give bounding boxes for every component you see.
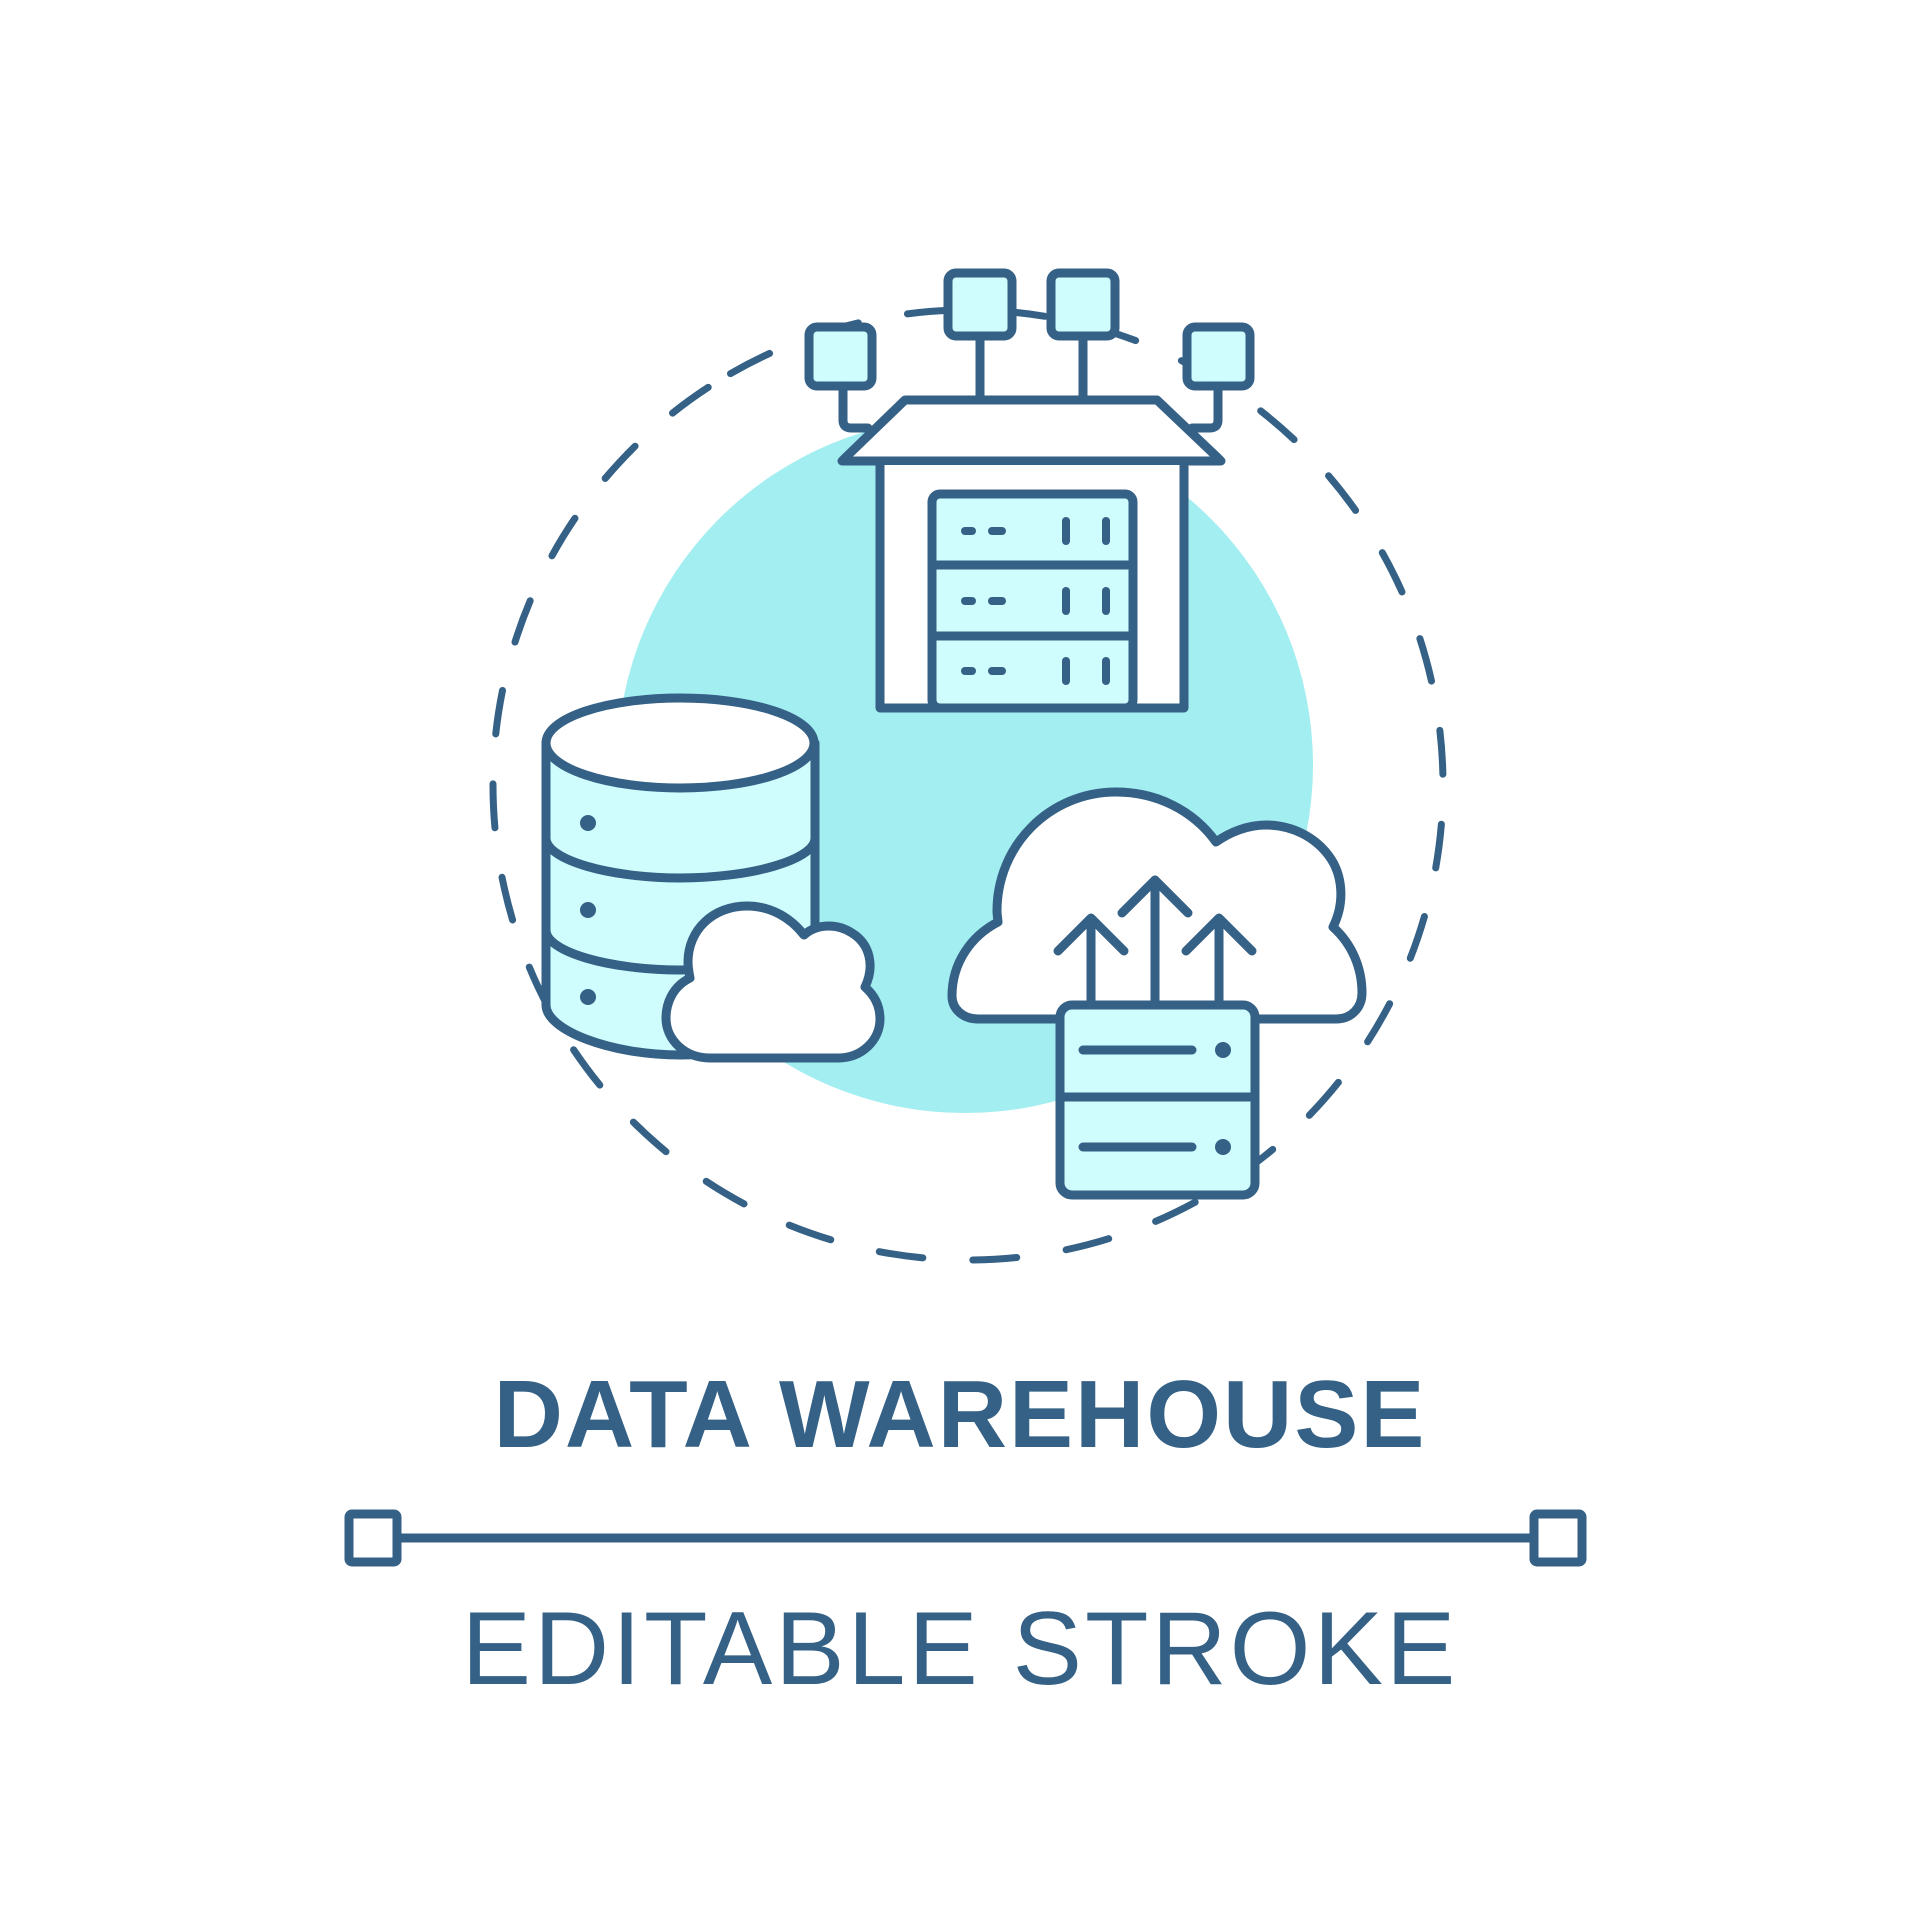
server-icon xyxy=(1055,1000,1260,1200)
stroke-handle-left xyxy=(344,1509,402,1567)
network-node-icon xyxy=(1046,268,1120,341)
network-node-icon xyxy=(804,322,877,391)
stroke-handle-right xyxy=(1529,1509,1587,1567)
cloud-upload-icon xyxy=(947,787,1367,1024)
server-led-dots xyxy=(1215,1042,1231,1155)
upload-arrows-icon xyxy=(1053,875,1257,1010)
network-node-icon xyxy=(943,268,1017,341)
database-led-dots xyxy=(580,815,596,1005)
rack-row-indicators xyxy=(961,517,1110,685)
server-rack-icon xyxy=(927,489,1138,713)
cloud-icon xyxy=(661,901,885,1063)
warehouse-icon xyxy=(804,268,1255,713)
subtitle: EDITABLE STROKE xyxy=(461,1591,1459,1707)
network-node-icon xyxy=(1182,322,1255,391)
dashed-ring xyxy=(489,306,1447,1264)
page-title: DATA WAREHOUSE xyxy=(493,1361,1427,1468)
stroke-divider xyxy=(344,1509,1587,1567)
